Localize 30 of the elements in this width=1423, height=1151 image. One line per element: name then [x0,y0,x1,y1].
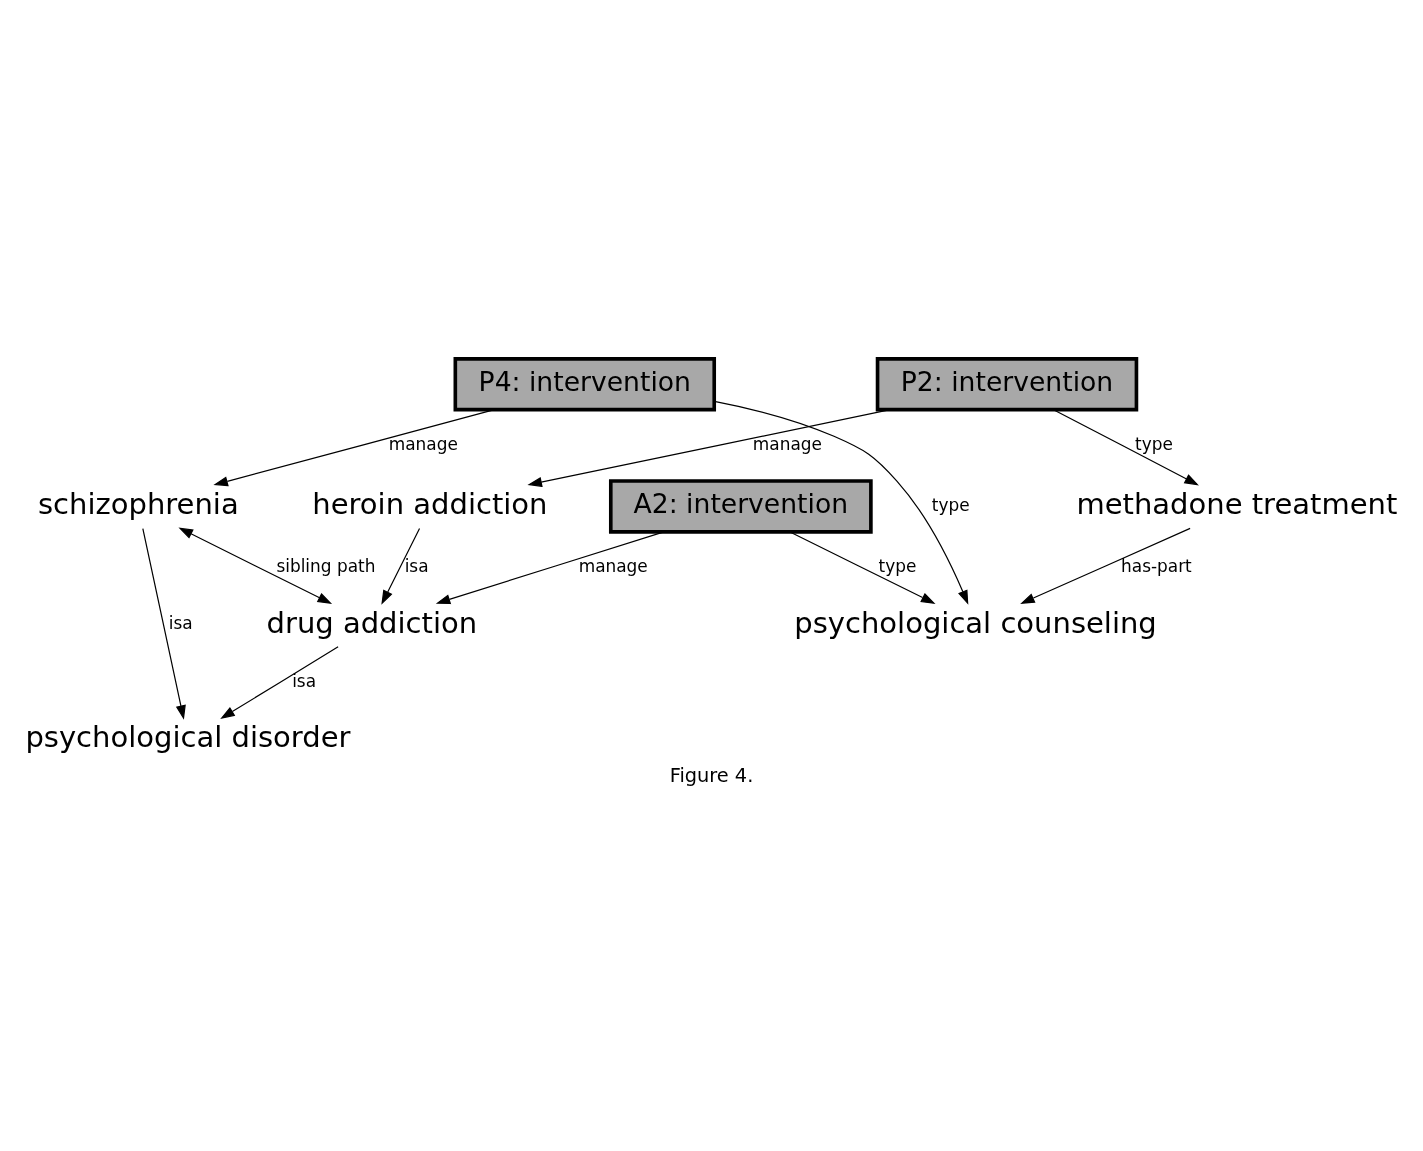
node-box: P2: intervention [875,356,1139,411]
edge-label: sibling path [276,555,376,576]
arrow [1020,527,1191,604]
edge-label: type [1135,433,1173,454]
node-box: A2: intervention [608,478,873,534]
arrow [789,530,936,604]
arrow [178,527,333,604]
edge-label: has-part [1121,555,1192,576]
arrow [435,530,665,604]
node-text: psychological counseling [794,605,1157,639]
arrow [142,527,186,720]
arrow [381,527,421,605]
node-box: P4: intervention [453,356,717,411]
edge-label: isa [168,612,193,633]
node-text: psychological disorder [25,719,351,754]
node-text: methadone treatment [1076,486,1398,521]
edge-label: manage [752,433,822,454]
caption: Figure 4. [669,763,754,787]
edge-label: manage [578,555,648,576]
edge-label: type [931,494,970,515]
arrow [713,400,969,605]
node-text: heroin addiction [312,486,548,521]
arrow [1052,408,1199,485]
node-text: drug addiction [266,605,478,639]
arrow [220,645,339,719]
edge-label: isa [404,555,429,576]
node-text: schizophrenia [38,486,239,521]
edge-label: manage [388,433,458,454]
edge-label: type [878,555,917,576]
edge-label: isa [292,670,317,691]
